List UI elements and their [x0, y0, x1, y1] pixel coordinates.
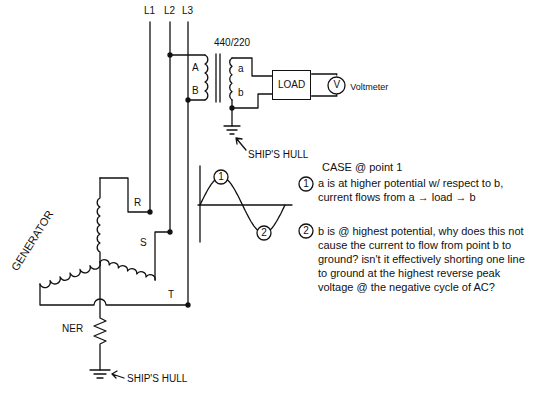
- callout-number: 2: [299, 224, 313, 238]
- leader-arrow: [236, 138, 246, 150]
- label-text: SHIP'S HULL: [248, 148, 308, 162]
- callout-circle: [299, 177, 313, 191]
- generator-winding: [40, 262, 100, 288]
- callout-number: 1: [214, 170, 228, 184]
- s-phase-wire: [155, 232, 170, 280]
- voltmeter-circle: V: [327, 76, 346, 95]
- leader-arrow: [112, 371, 124, 378]
- label-text: T: [168, 288, 174, 302]
- meter-lead: [311, 74, 337, 76]
- label-text: NER: [62, 322, 83, 336]
- load-wire: [232, 58, 272, 76]
- secondary-winding: [230, 58, 232, 100]
- note-text: a is at higher potential w/ respect to b…: [318, 176, 518, 204]
- junction-dot: [186, 303, 190, 307]
- l1-line: [149, 22, 150, 212]
- label-text: GENERATOR: [8, 208, 56, 274]
- junction-dot: [168, 53, 172, 57]
- generator-winding: [100, 260, 155, 280]
- label-text: L1: [144, 4, 155, 18]
- label-text: 440/220: [214, 36, 250, 50]
- callout-circle: [257, 226, 271, 240]
- junction-dot: [186, 98, 190, 102]
- label-text: CASE @ point 1: [322, 160, 402, 174]
- junction-dot: [230, 106, 234, 110]
- callout-circle: [214, 170, 228, 184]
- label-text: B: [192, 84, 199, 98]
- generator-winding: [97, 178, 100, 262]
- sine-wave: [200, 177, 285, 233]
- callout-circle: [299, 224, 313, 238]
- ground-wire: [231, 108, 232, 126]
- waveform-axes: [198, 166, 292, 242]
- node-text: LOAD: [278, 79, 305, 91]
- node-text: V: [333, 79, 340, 91]
- junction-dot: [148, 210, 152, 214]
- label-text: L3: [182, 4, 193, 18]
- callout-number: 2: [257, 226, 271, 240]
- load-box: LOAD: [272, 70, 311, 100]
- transformer-core: [216, 54, 220, 102]
- label-text: a: [238, 62, 244, 76]
- r-phase-wire: [100, 178, 150, 212]
- label-text: L2: [164, 4, 175, 18]
- label-text: R: [134, 196, 141, 210]
- meter-lead: [311, 95, 337, 97]
- junction-dot: [168, 230, 172, 234]
- primary-wire: [170, 54, 205, 55]
- ground-symbol: [224, 126, 240, 134]
- l3-line: [187, 22, 188, 305]
- ground-symbol: [90, 370, 110, 378]
- callout-number: 1: [299, 177, 313, 191]
- label-text: b: [238, 86, 244, 100]
- primary-winding: [205, 55, 208, 100]
- label-text: A: [192, 61, 199, 75]
- label-text: SHIP'S HULL: [127, 372, 187, 386]
- note-text: b is @ highest potential, why does this …: [318, 224, 532, 294]
- label-text: S: [140, 236, 147, 250]
- t-phase-wire: [40, 284, 188, 305]
- resistor-symbol: [94, 262, 106, 370]
- label-text: Voltmeter: [350, 80, 388, 94]
